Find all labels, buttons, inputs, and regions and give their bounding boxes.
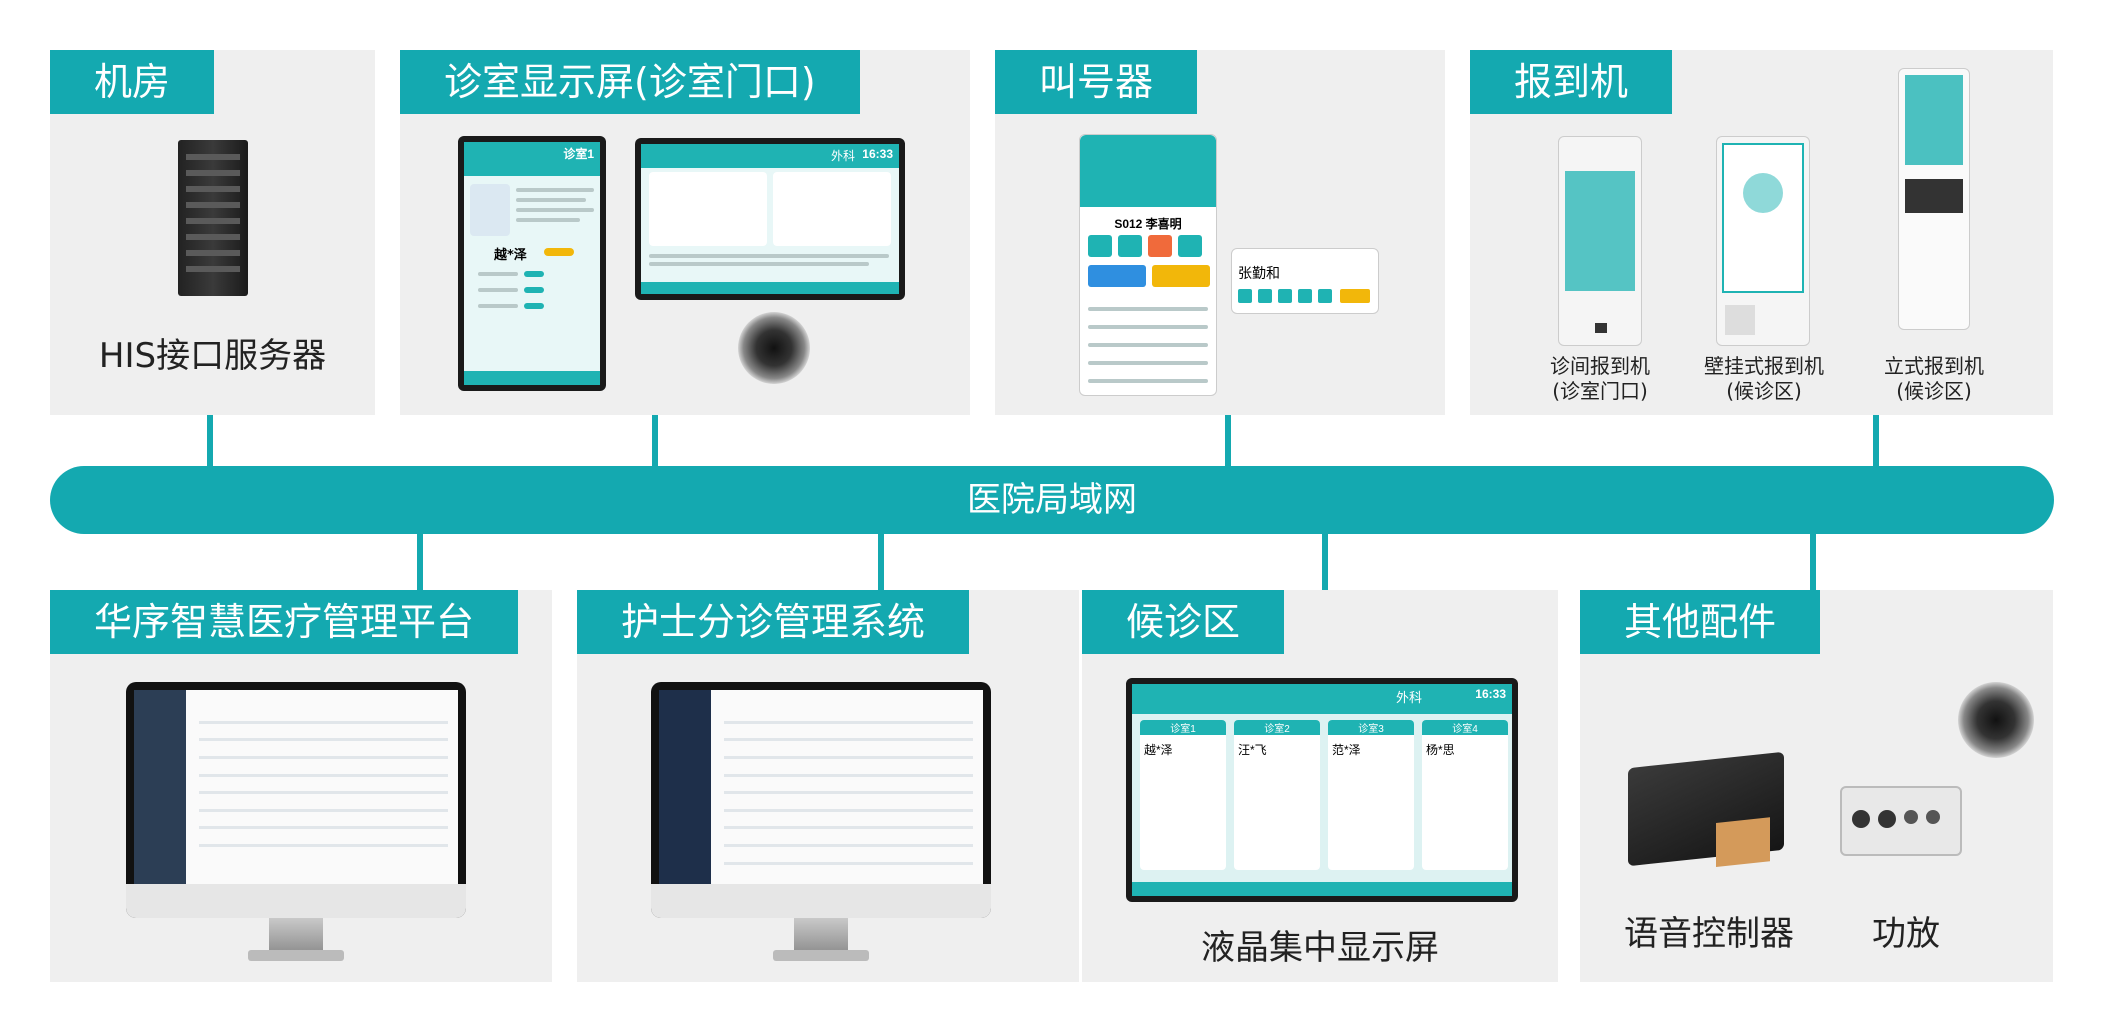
link-checkin: [1873, 415, 1879, 467]
clinic-dept-label: 外科: [831, 147, 855, 164]
tab-platform: 华序智慧医疗管理平台: [50, 590, 518, 654]
waiting-name-1: 越*泽: [1140, 735, 1226, 764]
nurse-monitor: [651, 682, 991, 970]
waiting-name-2: 汪*飞: [1234, 735, 1320, 764]
server-rack-icon: [178, 140, 248, 296]
panel-server-room: 机房 HIS接口服务器: [50, 50, 375, 415]
clinic-room-label: 诊室1: [563, 145, 594, 162]
checkin-door-kiosk: [1558, 136, 1642, 346]
speaker-icon: [738, 312, 810, 384]
checkin-standing-caption: 立式报到机(候诊区): [1864, 354, 2004, 404]
waiting-room-1: 诊室1: [1140, 720, 1226, 735]
tab-accessories: 其他配件: [1580, 590, 1820, 654]
caller-current-number: S012 李喜明: [1080, 215, 1216, 232]
link-clinic: [652, 415, 658, 467]
waiting-caption: 液晶集中显示屏: [1082, 920, 1558, 969]
link-accessories: [1810, 533, 1816, 591]
caller-popup-name: 张勤和: [1238, 263, 1280, 283]
clinic-portrait-screen: 诊室1 越*泽: [458, 136, 606, 391]
tab-server-room: 机房: [50, 50, 214, 114]
clinic-landscape-screen: 外科 16:33: [635, 138, 905, 300]
tab-waiting: 候诊区: [1082, 590, 1284, 654]
waiting-time-label: 16:33: [1475, 687, 1506, 701]
amplifier-device: [1840, 786, 1962, 856]
tab-clinic-screen: 诊室显示屏(诊室门口): [400, 50, 860, 114]
caller-popup: 张勤和: [1231, 248, 1379, 314]
waiting-room-4: 诊室4: [1422, 720, 1508, 735]
link-nurse: [878, 533, 884, 591]
accessory-speaker-icon: [1958, 682, 2034, 758]
waiting-name-3: 范*泽: [1328, 735, 1414, 764]
checkin-door-caption: 诊间报到机(诊室门口): [1530, 354, 1670, 404]
waiting-name-4: 杨*思: [1422, 735, 1508, 764]
tab-checkin: 报到机: [1470, 50, 1672, 114]
panel-waiting: 候诊区 外科 16:33 诊室1 越*泽 诊室2 汪*飞 诊室3 范*泽 诊室4…: [1082, 590, 1558, 982]
waiting-dept-label: 外科: [1396, 687, 1422, 706]
amplifier-caption: 功放: [1846, 906, 1966, 955]
panel-platform: 华序智慧医疗管理平台: [50, 590, 552, 982]
panel-clinic-screen: 诊室显示屏(诊室门口) 诊室1 越*泽 外科 16:33: [400, 50, 970, 415]
hospital-lan-bus: 医院局域网: [50, 466, 2054, 534]
link-platform: [417, 533, 423, 591]
link-caller: [1225, 415, 1231, 467]
platform-monitor: [126, 682, 466, 970]
voice-controller-caption: 语音控制器: [1614, 906, 1804, 955]
waiting-room-2: 诊室2: [1234, 720, 1320, 735]
panel-accessories: 其他配件 语音控制器 功放: [1580, 590, 2053, 982]
checkin-standing-kiosk: [1898, 68, 1970, 330]
panel-caller: 叫号器 S012 李喜明 张勤和: [995, 50, 1445, 415]
server-caption: HIS接口服务器: [50, 328, 375, 377]
panel-nurse: 护士分诊管理系统: [577, 590, 1079, 982]
clinic-time-label: 16:33: [862, 147, 893, 161]
panel-checkin: 报到机 诊间报到机(诊室门口) 壁挂式报到机(候诊区) 立式报到机(候诊区): [1470, 50, 2053, 415]
link-server: [207, 415, 213, 467]
checkin-wall-kiosk: [1716, 136, 1810, 346]
waiting-room-3: 诊室3: [1328, 720, 1414, 735]
voice-controller-device: [1628, 752, 1784, 866]
tab-nurse: 护士分诊管理系统: [577, 590, 969, 654]
checkin-wall-caption: 壁挂式报到机(候诊区): [1692, 354, 1836, 404]
caller-app-window: S012 李喜明: [1079, 134, 1217, 396]
link-waiting: [1322, 533, 1328, 591]
clinic-current-name: 越*泽: [494, 244, 527, 263]
waiting-lcd-screen: 外科 16:33 诊室1 越*泽 诊室2 汪*飞 诊室3 范*泽 诊室4 杨*思: [1126, 678, 1518, 902]
tab-caller: 叫号器: [995, 50, 1197, 114]
